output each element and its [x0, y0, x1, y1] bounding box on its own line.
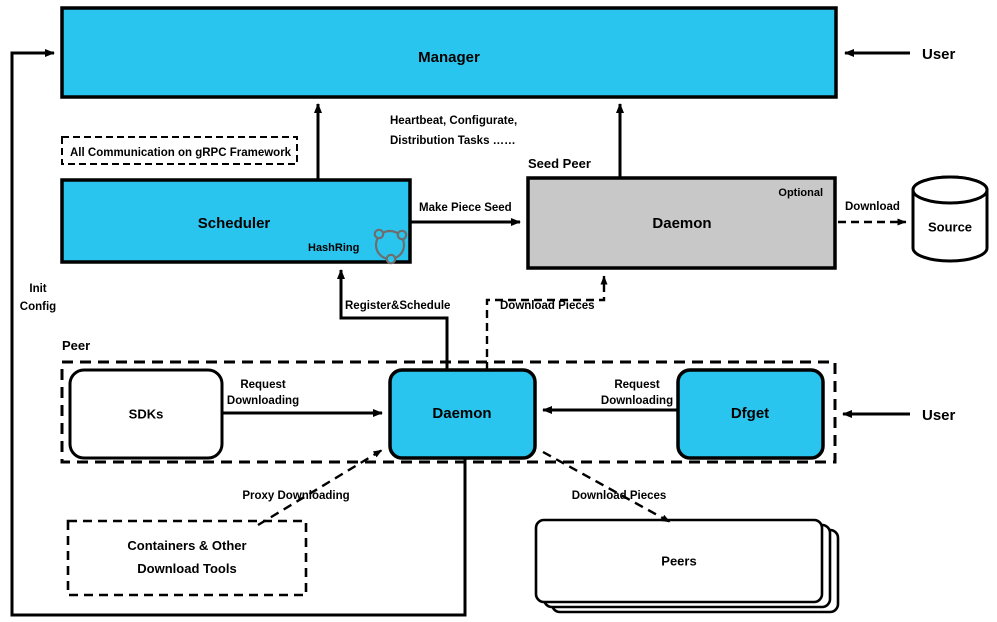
node-containers[interactable]: Containers & Other Download Tools	[66, 519, 308, 597]
group-peer-label: Peer	[62, 338, 90, 353]
group-seed-peer-label: Seed Peer	[528, 156, 591, 171]
node-peers[interactable]: Peers	[534, 518, 840, 614]
edge-download-pieces-top-label: Download Pieces	[500, 300, 595, 312]
edge-peer-daemon-to-seed-peer	[485, 275, 608, 370]
edge-proxy-downloading-label: Proxy Downloading	[242, 490, 349, 502]
node-scheduler[interactable]: Scheduler HashRing	[60, 178, 412, 265]
edge-sdks-request-label-line2: Downloading	[227, 395, 299, 407]
node-scheduler-label: Scheduler	[198, 215, 271, 232]
node-manager[interactable]: Manager	[60, 6, 838, 99]
node-dfget[interactable]: Dfget	[676, 368, 825, 460]
edge-init-config-label-line2: Config	[20, 301, 56, 313]
note-grpc-framework: All Communication on gRPC Framework	[61, 136, 298, 165]
node-peer-daemon-label: Daemon	[432, 405, 491, 422]
edge-dfget-request-label-line1: Request	[614, 379, 660, 391]
node-seed-peer-daemon-label: Daemon	[652, 215, 711, 232]
hashring-icon	[373, 228, 408, 265]
edge-init-config-label-line1: Init	[29, 283, 46, 295]
node-seed-peer-daemon-tag: Optional	[778, 187, 823, 199]
node-source[interactable]: Source	[911, 175, 989, 263]
edge-register-schedule-label: Register&Schedule	[345, 300, 450, 312]
edge-peer-daemon-to-peers	[542, 450, 671, 524]
node-containers-label-line2: Download Tools	[137, 561, 236, 576]
node-scheduler-badge-label: HashRing	[308, 242, 359, 254]
group-peer-box	[60, 360, 837, 464]
edge-sdks-request-label-line1: Request	[240, 379, 286, 391]
edge-heartbeat-label-line2: Distribution Tasks ……	[390, 135, 516, 147]
edge-make-piece-seed-label: Make Piece Seed	[419, 202, 512, 214]
edge-download-label: Download	[845, 201, 900, 213]
node-peer-daemon[interactable]: Daemon	[388, 368, 537, 460]
node-sdks-label: SDKs	[129, 406, 164, 421]
node-containers-label-line1: Containers & Other	[127, 538, 246, 553]
actor-user-top: User	[922, 46, 956, 63]
node-seed-peer-daemon[interactable]: Daemon Optional	[526, 176, 837, 270]
edge-dfget-request-label-line2: Downloading	[601, 395, 673, 407]
edge-containers-to-peer-daemon	[257, 448, 383, 527]
actor-user-bottom: User	[922, 407, 956, 424]
note-grpc-framework-label: All Communication on gRPC Framework	[70, 147, 292, 159]
edge-download-pieces-bottom-label: Download Pieces	[572, 490, 667, 502]
node-manager-label: Manager	[418, 49, 480, 66]
edge-heartbeat-label-line1: Heartbeat, Configurate,	[390, 115, 517, 127]
node-source-label: Source	[928, 219, 972, 234]
node-peers-label: Peers	[661, 553, 696, 568]
edge-peer-daemon-to-manager	[10, 49, 467, 617]
node-dfget-label: Dfget	[731, 405, 769, 422]
edge-peer-daemon-to-scheduler	[337, 269, 449, 370]
node-sdks[interactable]: SDKs	[68, 368, 224, 460]
